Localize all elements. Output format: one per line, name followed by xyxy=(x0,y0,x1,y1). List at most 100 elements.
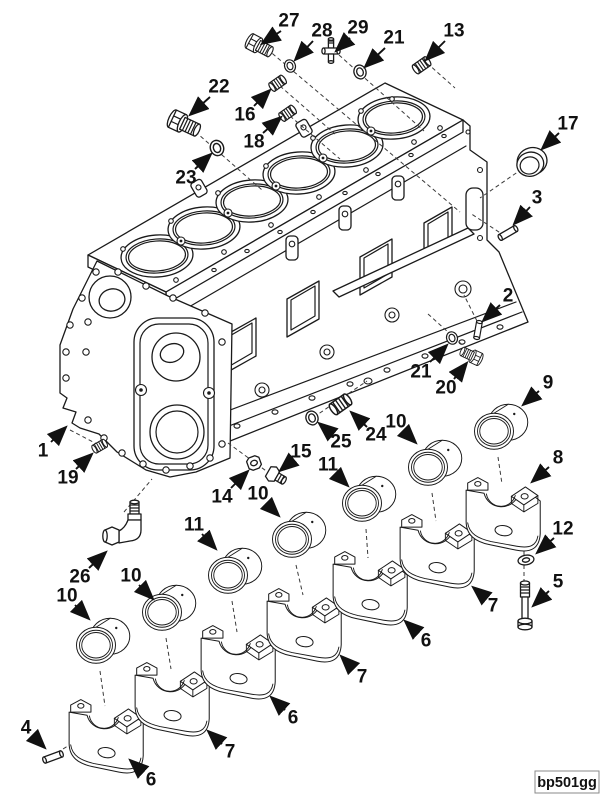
callout-number: 27 xyxy=(278,11,299,32)
callout-arrow xyxy=(133,579,155,601)
callout-arrow xyxy=(250,88,272,110)
callout-21: 21 xyxy=(363,28,405,69)
callout-23: 23 xyxy=(175,152,213,189)
gear-housing-bolt-holes xyxy=(62,268,226,474)
bushing xyxy=(208,547,263,594)
drawing-code-label: bp501gg xyxy=(537,775,597,791)
callout-number: 23 xyxy=(175,168,196,189)
plug-27 xyxy=(242,31,277,61)
callout-arrow xyxy=(349,410,371,431)
callout-number: 10 xyxy=(56,586,77,607)
callout-8: 8 xyxy=(530,448,563,484)
callout-arrow xyxy=(259,26,282,46)
bearing-cap xyxy=(266,588,342,663)
callout-22: 22 xyxy=(188,77,230,117)
callout-number: 20 xyxy=(435,378,456,399)
deck-skirt-holes xyxy=(211,133,447,273)
callout-7: 7 xyxy=(339,654,367,688)
callout-number: 6 xyxy=(288,708,299,729)
callout-6: 6 xyxy=(128,758,156,791)
callout-20: 20 xyxy=(435,361,469,399)
callout-arrow xyxy=(448,361,469,383)
callout-1: 1 xyxy=(38,425,68,462)
callout-number: 21 xyxy=(410,362,432,383)
callout-18: 18 xyxy=(243,115,283,153)
bushing xyxy=(272,511,327,558)
callout-27: 27 xyxy=(259,11,300,46)
callout-arrow xyxy=(531,587,553,608)
callout-number: 1 xyxy=(38,441,49,462)
callout-26: 26 xyxy=(69,550,108,588)
callout-number: 9 xyxy=(543,373,554,394)
callout-arrow xyxy=(228,469,250,491)
callout-arrow xyxy=(328,466,350,488)
bushing xyxy=(408,439,463,486)
bushing xyxy=(76,617,131,664)
callout-21: 21 xyxy=(410,343,449,383)
callout-number: 10 xyxy=(247,484,268,505)
drawing-code-box: bp501gg xyxy=(534,770,600,794)
cylinder-block xyxy=(59,82,529,478)
callout-arrow xyxy=(427,343,449,365)
bearing-cap xyxy=(465,477,541,552)
callout-11: 11 xyxy=(184,515,218,551)
callout-arrow xyxy=(334,32,356,53)
callout-11: 11 xyxy=(318,455,350,488)
callout-arrow xyxy=(128,758,150,779)
deck-lifting-tabs xyxy=(190,118,313,198)
deck-bolt-holes xyxy=(120,96,443,283)
callout-arrow xyxy=(471,585,493,606)
callout-25: 25 xyxy=(317,421,352,453)
callout-arrow xyxy=(530,463,552,484)
callout-arrow xyxy=(535,534,557,555)
callout-5: 5 xyxy=(531,572,564,608)
rear-flange xyxy=(465,129,484,242)
callout-arrow xyxy=(206,729,228,750)
callout-10: 10 xyxy=(56,586,91,621)
callout-number: 24 xyxy=(365,425,387,446)
callout-arrow xyxy=(512,204,533,226)
callout-14: 14 xyxy=(211,469,250,508)
callout-number: 7 xyxy=(488,596,499,617)
callout-number: 28 xyxy=(311,21,332,42)
callout-number: 6 xyxy=(421,631,432,652)
plug-22 xyxy=(164,107,204,141)
callout-number: 11 xyxy=(318,455,339,476)
callout-arrow xyxy=(481,302,503,323)
bearing-cap xyxy=(332,551,408,626)
cup-plug-17 xyxy=(512,143,551,180)
callout-arrow xyxy=(261,115,283,136)
bearing-cap xyxy=(399,514,475,589)
callout-arrow xyxy=(403,619,425,640)
callout-arrow xyxy=(69,599,91,621)
callout-arrow xyxy=(86,550,108,571)
callout-number: 25 xyxy=(330,432,352,453)
callout-arrow xyxy=(317,421,339,442)
callout-number: 14 xyxy=(211,487,233,508)
callout-number: 19 xyxy=(57,468,78,489)
side-face-tab-ears xyxy=(285,175,405,261)
callout-number: 10 xyxy=(385,412,406,433)
callout-number: 11 xyxy=(184,515,205,536)
washer-12 xyxy=(516,553,536,567)
side-face-bosses xyxy=(254,280,472,398)
callout-13: 13 xyxy=(424,21,465,62)
callout-arrow xyxy=(188,96,211,117)
tee-fitting-29 xyxy=(321,37,341,64)
callout-arrow xyxy=(424,40,446,62)
callout-number: 5 xyxy=(553,572,564,593)
callout-arrow xyxy=(191,152,213,173)
cylinder-bores xyxy=(120,96,431,278)
callout-7: 7 xyxy=(206,729,235,763)
pin-4 xyxy=(41,749,65,765)
callout-6: 6 xyxy=(403,619,432,652)
callout-arrow xyxy=(540,130,562,151)
elbow-fitting-26 xyxy=(102,499,142,546)
callout-4: 4 xyxy=(21,718,47,750)
callout-2: 2 xyxy=(481,286,513,323)
plug-13 xyxy=(410,55,433,76)
callout-number: 4 xyxy=(21,718,32,739)
dowel-pin-3 xyxy=(496,224,520,242)
callout-arrow xyxy=(363,47,386,69)
